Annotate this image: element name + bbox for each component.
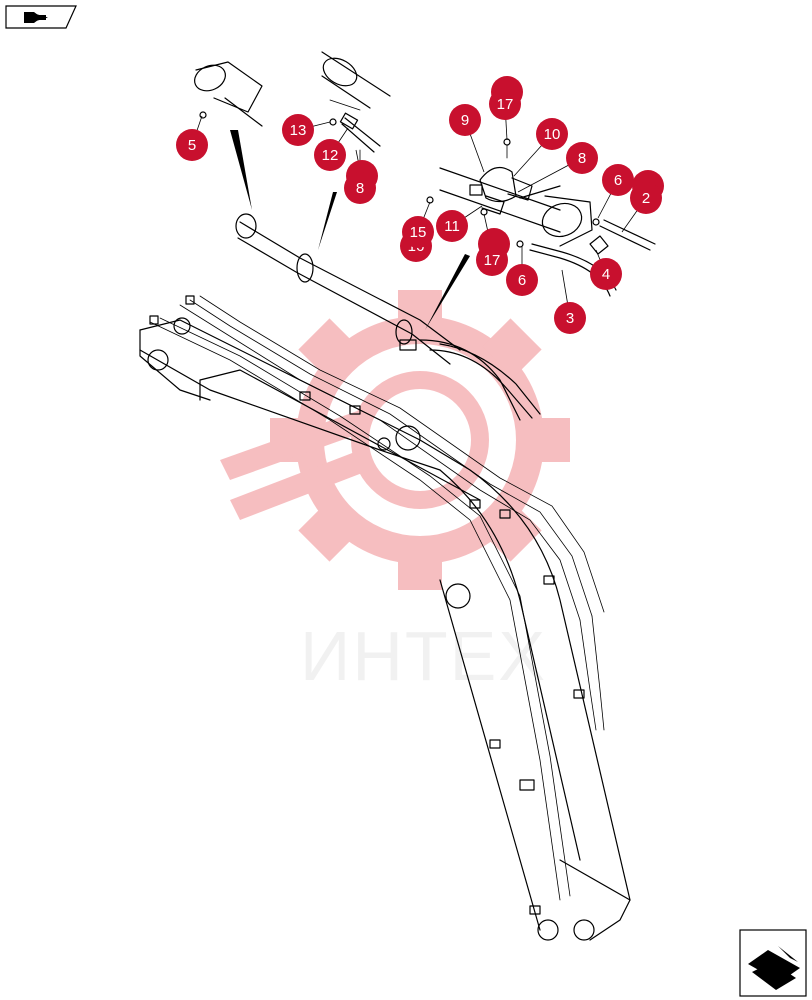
callout-label: 11 (444, 218, 460, 235)
next-page-arrow-icon (748, 946, 800, 990)
callout-label: 12 (322, 147, 339, 164)
callout-label: 13 (290, 122, 307, 139)
callout-label: 5 (188, 137, 196, 154)
callout-11[interactable]: 11 (436, 210, 468, 242)
callout-13[interactable]: 13 (282, 114, 314, 146)
callout-label: 17 (497, 96, 514, 113)
detail-pointer-lines (230, 130, 470, 330)
callout-10[interactable]: 10 (536, 118, 568, 150)
callout-12[interactable]: 12 (314, 139, 346, 171)
callout-17-top[interactable]: 17 (489, 88, 521, 120)
callout-label: 17 (484, 252, 501, 269)
callout-leaders (191, 103, 647, 319)
next-page-button[interactable] (739, 929, 807, 997)
callout-label: 8 (578, 150, 586, 167)
rod-end-detail (194, 61, 263, 127)
callout-4[interactable]: 4 (590, 258, 622, 290)
callout-2[interactable]: 2 (630, 182, 662, 214)
prev-page-button[interactable] (5, 5, 77, 29)
callout-15[interactable]: 15 (402, 216, 434, 248)
watermark-text: ИНТЕХ (300, 617, 547, 695)
callout-label: 15 (410, 224, 427, 241)
callout-label: 6 (614, 172, 622, 189)
callout-label: 8 (356, 180, 364, 197)
callout-6-bottom[interactable]: 6 (506, 264, 538, 296)
gear-logo-icon (220, 290, 570, 590)
callout-8-clamp[interactable]: 8 (566, 142, 598, 174)
callout-5[interactable]: 5 (176, 129, 208, 161)
callout-label: 10 (544, 126, 561, 143)
previous-page-arrow-icon (24, 12, 48, 23)
callout-6-top[interactable]: 6 (602, 164, 634, 196)
callout-9[interactable]: 9 (449, 104, 481, 136)
callout-8-cylinder[interactable]: 8 (344, 172, 376, 204)
callout-17-bottom[interactable]: 17 (476, 244, 508, 276)
callout-label: 4 (602, 266, 610, 283)
callout-label: 6 (518, 272, 526, 289)
callout-label: 9 (461, 112, 469, 129)
callout-label: 3 (566, 310, 574, 327)
boom-assembly (139, 213, 631, 941)
callout-3[interactable]: 3 (554, 302, 586, 334)
watermark: ИНТЕХ (220, 290, 570, 695)
callout-label: 2 (642, 190, 650, 207)
